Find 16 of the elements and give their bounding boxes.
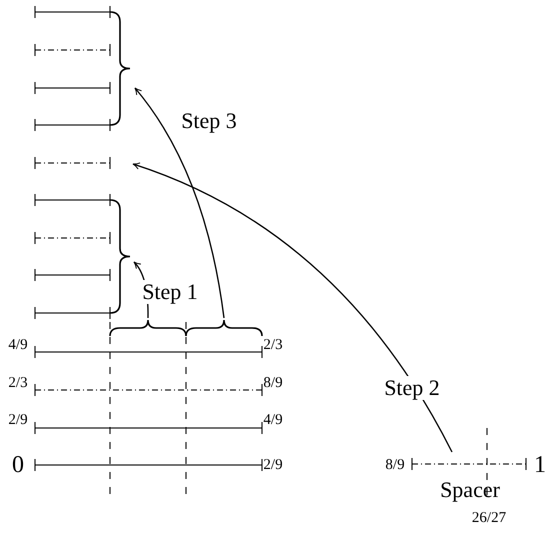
number-label: 1 bbox=[533, 453, 547, 477]
curly-brace bbox=[108, 318, 188, 338]
segment-caption: Spacer bbox=[439, 478, 501, 502]
number-label: 4/9 bbox=[263, 412, 283, 428]
number-label: 2/3 bbox=[8, 375, 28, 391]
number-label: 0 bbox=[12, 457, 24, 473]
number-label: 2/9 bbox=[263, 457, 283, 473]
number-label: 8/9 bbox=[263, 375, 283, 391]
number-label: 2/9 bbox=[8, 412, 28, 428]
edge-label: Step 2 bbox=[383, 376, 441, 400]
number-label: 26/27 bbox=[472, 510, 506, 526]
curly-brace bbox=[184, 318, 264, 338]
number-label: 4/9 bbox=[8, 337, 28, 353]
number-label: 8/9 bbox=[384, 456, 406, 475]
number-label: 2/3 bbox=[263, 337, 283, 353]
edge-label: Step 1 bbox=[141, 280, 199, 304]
